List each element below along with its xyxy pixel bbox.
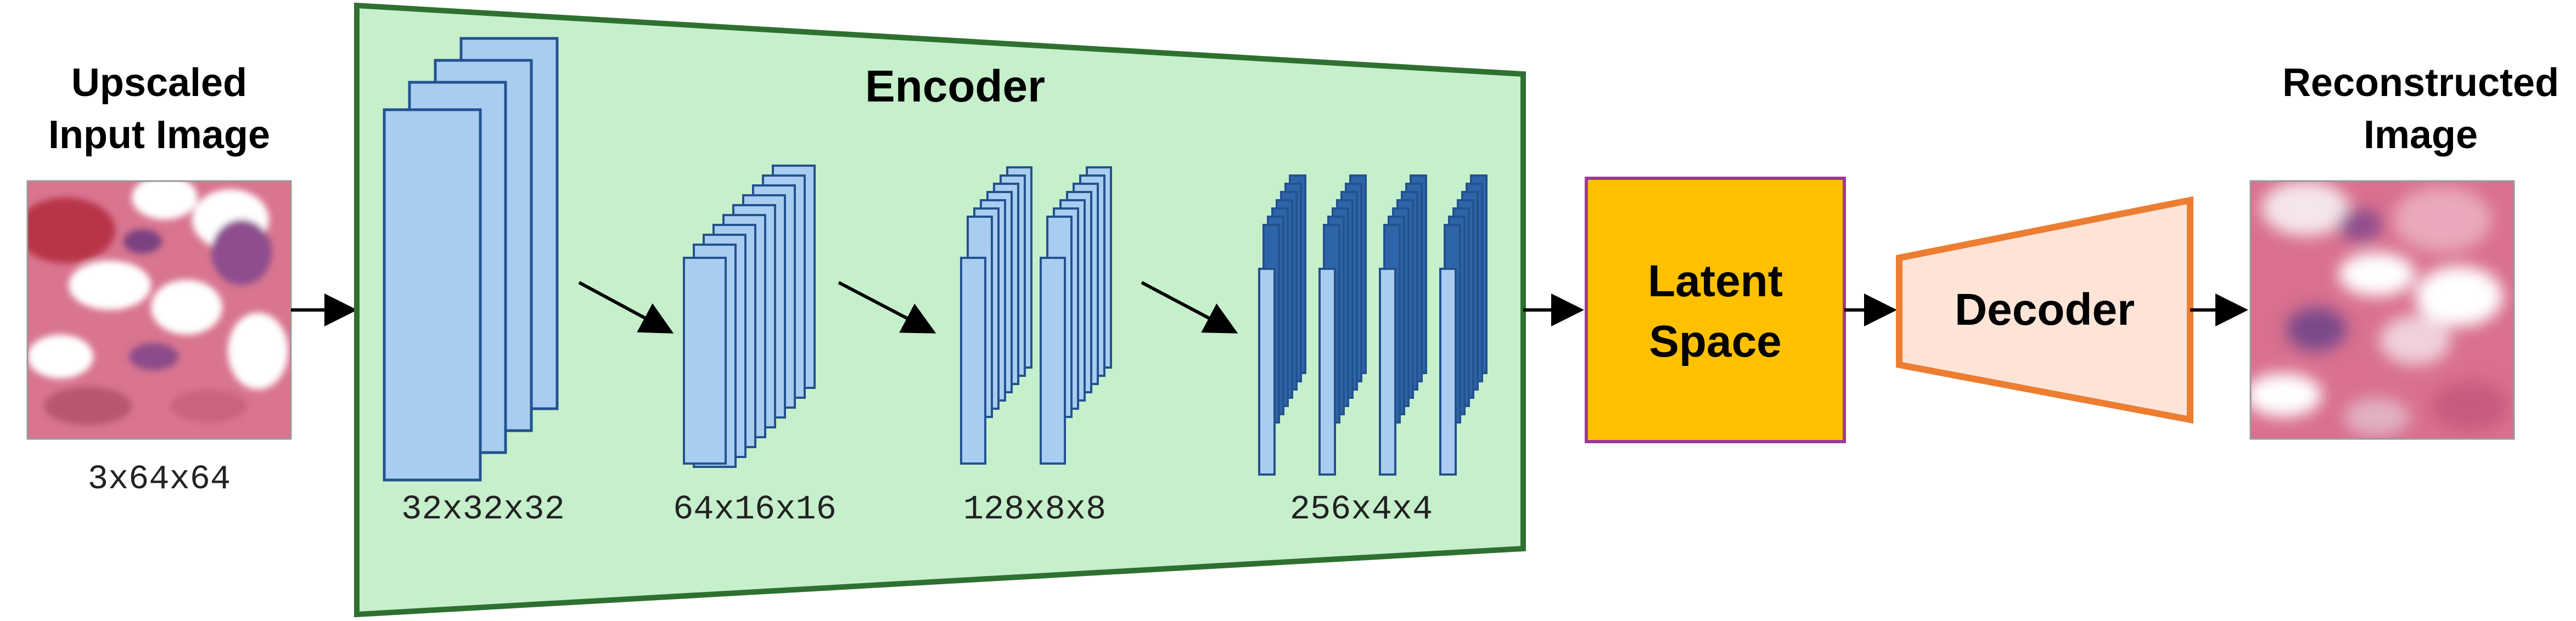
encoder-stage-3-layers bbox=[960, 166, 1112, 465]
reconstructed-image-frame bbox=[2249, 180, 2515, 440]
encoder-stage-3-dims: 128x8x8 bbox=[963, 490, 1106, 529]
encoder-stage-1-dims: 32x32x32 bbox=[401, 490, 565, 529]
output-title-line2: Image bbox=[2364, 113, 2478, 157]
encoder-title: Encoder bbox=[865, 61, 1045, 111]
input-image bbox=[27, 181, 291, 439]
encoder-stage-1-layers bbox=[383, 37, 559, 482]
latent-space-block bbox=[1585, 177, 1846, 443]
encoder-stage-2-dims: 64x16x16 bbox=[673, 490, 837, 529]
arrow-stage3-to-stage4 bbox=[1141, 281, 1238, 334]
encoder-block bbox=[354, 2, 1526, 618]
input-dims: 3x64x64 bbox=[88, 460, 231, 499]
output-title-line1: Reconstructed bbox=[2282, 61, 2559, 105]
arrow-stage2-to-stage3 bbox=[838, 281, 936, 334]
reconstructed-image bbox=[2251, 181, 2514, 439]
input-title-line2: Input Image bbox=[48, 113, 270, 157]
decoder-title: Decoder bbox=[1955, 285, 2135, 335]
decoder-block bbox=[1896, 196, 2193, 424]
arrow-stage1-to-stage2 bbox=[578, 281, 674, 334]
encoder-stage-4-dims: 256x4x4 bbox=[1290, 490, 1433, 529]
encoder-stage-4-layers bbox=[1258, 174, 1488, 476]
latent-label-line2: Space bbox=[1649, 317, 1782, 366]
latent-label-line1: Latent bbox=[1648, 256, 1783, 306]
encoder-stage-2-layers bbox=[683, 165, 816, 468]
input-title-line1: Upscaled bbox=[71, 61, 247, 105]
